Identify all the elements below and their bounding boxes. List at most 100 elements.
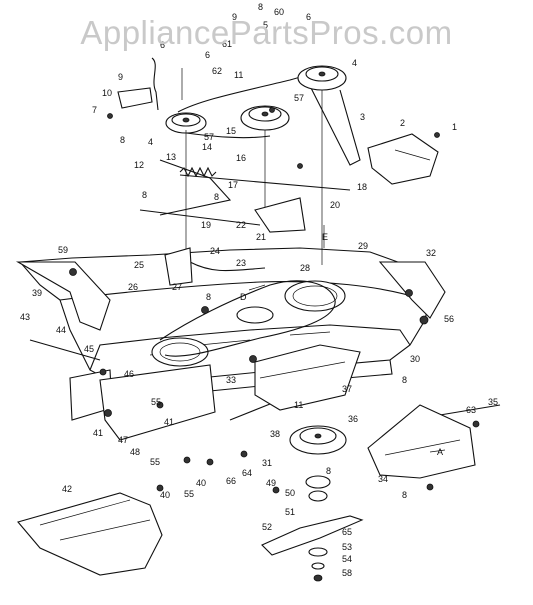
part-label-p31: 31 bbox=[262, 458, 272, 468]
fasteners bbox=[69, 107, 480, 494]
part-label-p25: 25 bbox=[134, 260, 144, 270]
part-label-p6c: 6 bbox=[306, 12, 311, 22]
part-label-p11b: 11 bbox=[294, 400, 303, 410]
spindle-opening-left bbox=[151, 337, 209, 367]
belt-guard bbox=[367, 133, 439, 185]
spring bbox=[179, 166, 217, 178]
part-label-p36: 36 bbox=[348, 414, 358, 424]
part-label-p11a: 11 bbox=[234, 70, 243, 80]
part-label-p21: 21 bbox=[256, 232, 266, 242]
part-label-p66: 66 bbox=[226, 476, 236, 486]
spindle-opening-center bbox=[236, 306, 274, 324]
part-label-p42: 42 bbox=[62, 484, 72, 494]
part-label-p4b: 4 bbox=[352, 58, 357, 68]
part-label-p29: 29 bbox=[358, 241, 368, 251]
part-label-p8a: 8 bbox=[120, 135, 125, 145]
part-label-p26: 26 bbox=[128, 282, 138, 292]
part-label-p38: 38 bbox=[270, 429, 280, 439]
part-label-p8c: 8 bbox=[142, 190, 147, 200]
part-label-p37: 37 bbox=[342, 384, 352, 394]
part-label-p32: 32 bbox=[426, 248, 436, 258]
part-label-p43: 43 bbox=[20, 312, 30, 322]
part-label-p27: 27 bbox=[172, 282, 182, 292]
part-label-p8g: 8 bbox=[326, 466, 331, 476]
part-label-p16: 16 bbox=[236, 153, 246, 163]
part-label-p52: 52 bbox=[262, 522, 272, 532]
part-label-p51: 51 bbox=[285, 507, 295, 517]
part-label-p60: 60 bbox=[274, 7, 284, 17]
spindle-shafts bbox=[181, 68, 323, 265]
part-label-p17: 17 bbox=[228, 180, 238, 190]
part-label-p48: 48 bbox=[130, 447, 140, 457]
rear-hanger-bracket bbox=[367, 404, 476, 479]
part-label-p8h: 8 bbox=[402, 490, 407, 500]
leader-lines bbox=[248, 225, 446, 453]
mower-blade bbox=[261, 515, 364, 556]
part-label-p14: 14 bbox=[202, 142, 212, 152]
idler-bracket bbox=[117, 57, 159, 111]
left-deck-hanger bbox=[15, 261, 111, 331]
part-label-p6a: 6 bbox=[160, 40, 165, 50]
part-label-p58: 58 bbox=[342, 568, 352, 578]
blade-pulley bbox=[289, 425, 347, 455]
part-label-p8f: 8 bbox=[402, 375, 407, 385]
part-label-p61: 61 bbox=[222, 39, 232, 49]
pulley-left bbox=[165, 112, 207, 134]
part-label-p6b: 6 bbox=[205, 50, 210, 60]
part-label-p23: 23 bbox=[236, 258, 246, 268]
part-label-p9a: 9 bbox=[118, 72, 123, 82]
part-label-p18: 18 bbox=[357, 182, 367, 192]
part-label-p2: 2 bbox=[400, 118, 405, 128]
part-label-p65: 65 bbox=[342, 527, 352, 537]
blade-hardware bbox=[308, 547, 328, 582]
part-label-p8d: 8 bbox=[214, 192, 219, 202]
part-label-pA: A bbox=[437, 447, 443, 457]
part-label-p28: 28 bbox=[300, 263, 310, 273]
part-label-p22: 22 bbox=[236, 220, 246, 230]
part-label-p10: 10 bbox=[102, 88, 112, 98]
part-label-p7: 7 bbox=[92, 105, 97, 115]
part-label-p47: 47 bbox=[118, 435, 128, 445]
part-label-p46: 46 bbox=[124, 369, 134, 379]
spindle-bearing bbox=[305, 475, 331, 502]
part-label-p57b: 57 bbox=[294, 93, 304, 103]
discharge-chute bbox=[17, 492, 163, 576]
part-label-p24: 24 bbox=[210, 246, 220, 256]
part-label-pE: E bbox=[322, 232, 328, 242]
deck-belt-path bbox=[159, 280, 336, 357]
part-label-p59: 59 bbox=[58, 245, 68, 255]
front-baffle bbox=[254, 344, 361, 411]
part-label-p20: 20 bbox=[330, 200, 340, 210]
part-label-p63: 63 bbox=[466, 405, 476, 415]
part-label-p19: 19 bbox=[201, 220, 211, 230]
part-label-p34: 34 bbox=[378, 474, 388, 484]
part-label-p50: 50 bbox=[285, 488, 295, 498]
part-label-p3: 3 bbox=[360, 112, 365, 122]
part-label-p4a: 4 bbox=[148, 137, 153, 147]
part-label-p44: 44 bbox=[56, 325, 66, 335]
part-label-p30: 30 bbox=[410, 354, 420, 364]
part-label-p56: 56 bbox=[444, 314, 454, 324]
part-label-p33: 33 bbox=[226, 375, 236, 385]
part-label-p45: 45 bbox=[84, 344, 94, 354]
part-label-p40b: 40 bbox=[196, 478, 206, 488]
part-label-p64: 64 bbox=[242, 468, 252, 478]
part-label-p55c: 55 bbox=[151, 397, 161, 407]
part-label-p41a: 41 bbox=[93, 428, 103, 438]
part-label-p1: 1 bbox=[452, 122, 457, 132]
part-label-p40a: 40 bbox=[160, 490, 170, 500]
part-label-p13: 13 bbox=[166, 152, 176, 162]
side-shield bbox=[69, 364, 216, 441]
part-label-p9b: 9 bbox=[232, 12, 237, 22]
part-label-p15: 15 bbox=[226, 126, 236, 136]
part-label-p12: 12 bbox=[134, 160, 144, 170]
part-label-p49: 49 bbox=[266, 478, 276, 488]
part-label-p39: 39 bbox=[32, 288, 42, 298]
part-label-p55a: 55 bbox=[150, 457, 160, 467]
part-label-pD: D bbox=[240, 292, 247, 302]
part-label-p8b: 8 bbox=[258, 2, 263, 12]
lift-arm-center bbox=[254, 197, 306, 233]
